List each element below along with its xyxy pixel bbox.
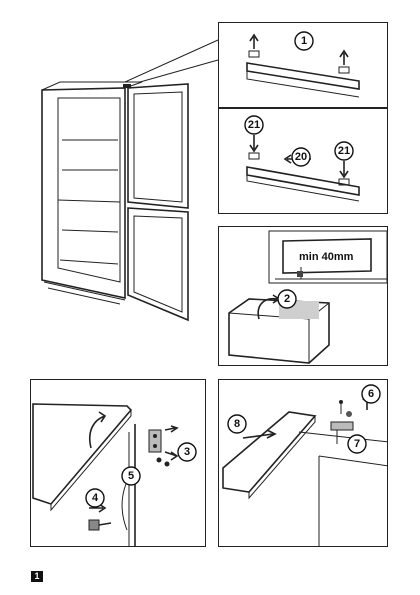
fridge-overview-illustration bbox=[41, 39, 219, 322]
figure-number-badge: 1 bbox=[31, 571, 43, 582]
step-callout-2: 2 bbox=[284, 293, 290, 305]
panel-step-21-20: 21 20 21 bbox=[218, 108, 388, 214]
hinge-refit-illustration: 8 6 7 bbox=[222, 384, 387, 546]
panel-step-2: 2 min 40mm bbox=[218, 226, 388, 366]
panel-step-6-7-8: 8 6 7 bbox=[218, 379, 388, 547]
step-callout-8: 8 bbox=[234, 418, 240, 430]
step-callout-7: 7 bbox=[354, 438, 360, 450]
door-lay-down-illustration: 2 bbox=[228, 230, 387, 364]
step-callout-3: 3 bbox=[184, 446, 190, 458]
panel-step-3-4-5: 3 4 5 bbox=[30, 379, 206, 547]
step-callout-1: 1 bbox=[301, 35, 307, 47]
step-callout-21-left: 21 bbox=[248, 119, 260, 131]
step-callout-4: 4 bbox=[92, 492, 99, 504]
panel-step-1: 1 bbox=[218, 22, 388, 108]
step-callout-20: 20 bbox=[295, 151, 307, 163]
step-callout-21-right: 21 bbox=[338, 145, 350, 157]
step-callout-5: 5 bbox=[128, 470, 134, 482]
step-callout-6: 6 bbox=[368, 388, 374, 400]
cover-swap-illustration: 21 20 21 bbox=[244, 115, 360, 202]
hinge-unscrew-illustration: 3 4 5 bbox=[32, 403, 197, 546]
hinge-cover-removal-illustration: 1 bbox=[246, 31, 360, 98]
min-clearance-label: min 40mm bbox=[299, 251, 354, 263]
